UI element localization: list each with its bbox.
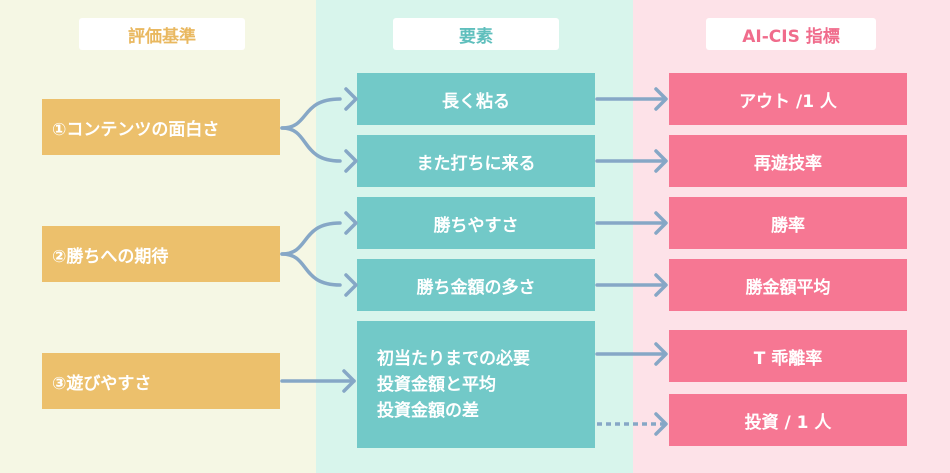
element-investment-diff: 初当たりまでの必要 投資金額と平均 投資金額の差 [357, 321, 595, 448]
element-win-ease: 勝ちやすさ [357, 197, 595, 249]
indicators-header: AI-CIS 指標 [706, 18, 876, 50]
criteria-win-expectation: ②勝ちへの期待 [42, 226, 280, 282]
element-investment-line-2: 投資金額と平均 [377, 374, 496, 395]
criteria-content-fun: ①コンテンツの面白さ [42, 99, 280, 155]
element-win-amount: 勝ち金額の多さ [357, 259, 595, 311]
element-stay-long: 長く粘る [357, 73, 595, 125]
element-investment-line-1: 初当たりまでの必要 [377, 348, 530, 369]
criteria-header: 評価基準 [79, 18, 245, 50]
elements-header: 要素 [393, 18, 559, 50]
indicator-investment-per-person: 投資 / 1 人 [669, 394, 907, 446]
indicator-out-per-person: アウト /1 人 [669, 73, 907, 125]
element-investment-line-3: 投資金額の差 [377, 400, 479, 421]
indicator-avg-win-amount: 勝金額平均 [669, 259, 907, 311]
indicator-replay-rate: 再遊技率 [669, 135, 907, 187]
indicator-win-rate: 勝率 [669, 197, 907, 249]
element-come-again: また打ちに来る [357, 135, 595, 187]
indicator-t-deviation-rate: T 乖離率 [669, 330, 907, 382]
criteria-ease-of-play: ③遊びやすさ [42, 353, 280, 409]
